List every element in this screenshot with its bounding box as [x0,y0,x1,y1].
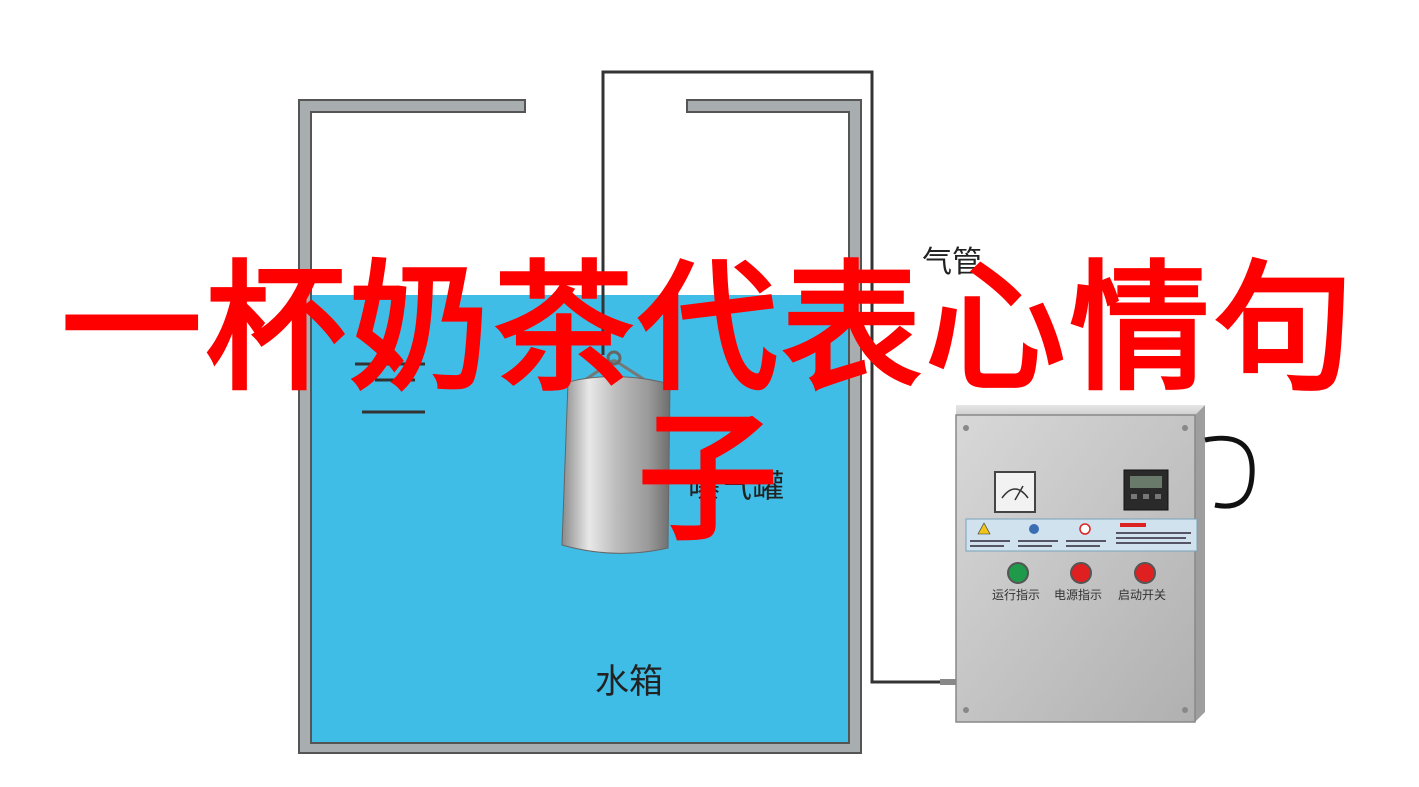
air-pipe-label: 气管 [922,245,982,280]
air-tank-label: 曝气罐 [688,467,784,505]
run-indicator-light[interactable] [1007,562,1029,584]
tank-wall [298,99,862,754]
gauge-icon [994,471,1036,513]
water-tank-label: 水箱 [595,662,663,702]
control-box: 运行指示 电源指示 启动开关 [955,405,1255,723]
power-indicator-label: 电源指示 [1054,587,1102,602]
power-cable [1204,435,1255,509]
start-switch-label: 启动开关 [1118,588,1166,602]
warning-label-strip [965,518,1198,552]
power-indicator-light[interactable] [1070,562,1092,584]
overlay-title: 一杯奶茶代表心情句子 [61,248,1358,561]
air-pipe [601,70,948,684]
start-switch-button[interactable] [1134,562,1156,584]
digital-controller-icon [1123,469,1169,511]
aeration-cylinder [561,350,671,554]
run-indicator-label: 运行指示 [992,587,1040,602]
